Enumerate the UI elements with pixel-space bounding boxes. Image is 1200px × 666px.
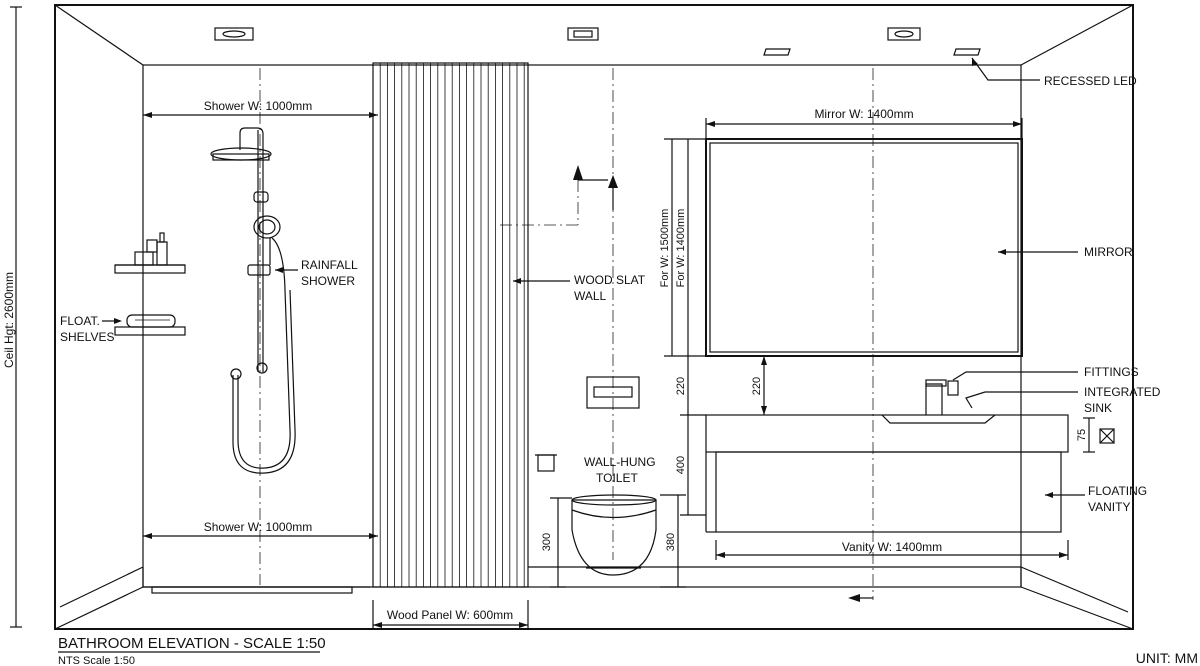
mirror (705, 138, 1023, 357)
gap-220-left-label: 220 (675, 377, 687, 395)
mirror-height-label-a: For W: 1500mm (659, 209, 671, 288)
gap-220-right-label: 220 (751, 377, 763, 395)
float-shelves-label-line1: FLOAT. (60, 314, 100, 328)
leader-lines (102, 57, 1085, 498)
recessed-led-fixture (567, 27, 599, 41)
drawing-subtitle: NTS Scale 1:50 (58, 655, 135, 666)
unit-label: UNIT: MM (1136, 650, 1198, 666)
wood-slat-wall (372, 62, 529, 588)
rainfall-shower-label-line1: RAINFALL (301, 258, 358, 272)
flush-plate (586, 376, 640, 409)
recessed-led-label: RECESSED LED (1044, 74, 1137, 88)
floating-vanity-label-line2: VANITY (1088, 500, 1130, 514)
floating-vanity-icon (705, 379, 1069, 533)
wall-hung-toilet-label-line2: TOILET (596, 471, 638, 485)
shower-width-bottom-label: Shower W: 1000mm (204, 520, 313, 534)
toilet-height-left-label: 300 (541, 533, 553, 551)
recessed-led-fixture (953, 48, 981, 56)
drawing-title: BATHROOM ELEVATION - SCALE 1:50 (58, 635, 326, 652)
labels: Ceil Hgt: 2600mm Shower W: 1000mm Shower… (2, 74, 1198, 666)
wall-hung-toilet-label-line1: WALL-HUNG (584, 455, 656, 469)
mirror-height-label-b: For W: 1400mm (675, 209, 687, 288)
vanity-height-label: 400 (675, 456, 687, 474)
ceil-hgt-label: Ceil Hgt: 2600mm (2, 272, 16, 368)
recessed-led-fixture (887, 27, 921, 41)
integrated-sink-label-line2: SINK (1084, 401, 1112, 415)
sink-height-label: 75 (1076, 429, 1088, 441)
fittings-label: FITTINGS (1084, 365, 1139, 379)
shower-width-top-label: Shower W: 1000mm (204, 99, 313, 113)
mirror-label: MIRROR (1084, 245, 1133, 259)
room-frame (54, 4, 1134, 630)
wood-panel-width-label: Wood Panel W: 600mm (387, 608, 513, 622)
dimension-lines (10, 6, 1115, 630)
floating-shelves (114, 232, 186, 336)
mirror-width-label: Mirror W: 1400mm (814, 107, 913, 121)
recessed-led-fixture (763, 48, 791, 56)
recessed-led-fixture (214, 27, 254, 41)
rainfall-shower-label-line2: SHOWER (301, 274, 355, 288)
wood-slat-wall-label-line2: WALL (574, 289, 607, 303)
rainfall-shower-icon (210, 127, 296, 474)
toilet-roll-holder (535, 454, 557, 472)
center-lines (259, 68, 874, 602)
wood-slat-wall-label-line1: WOOD SLAT (574, 273, 646, 287)
recessed-led-icon (214, 27, 981, 56)
floating-vanity-label-line1: FLOATING (1088, 484, 1147, 498)
float-shelves-label-line2: SHELVES (60, 330, 114, 344)
wall-hung-toilet-icon (571, 494, 657, 576)
vanity-width-label: Vanity W: 1400mm (842, 540, 942, 554)
integrated-sink-label-line1: INTEGRATED (1084, 385, 1161, 399)
toilet-height-right-label: 380 (665, 533, 677, 551)
